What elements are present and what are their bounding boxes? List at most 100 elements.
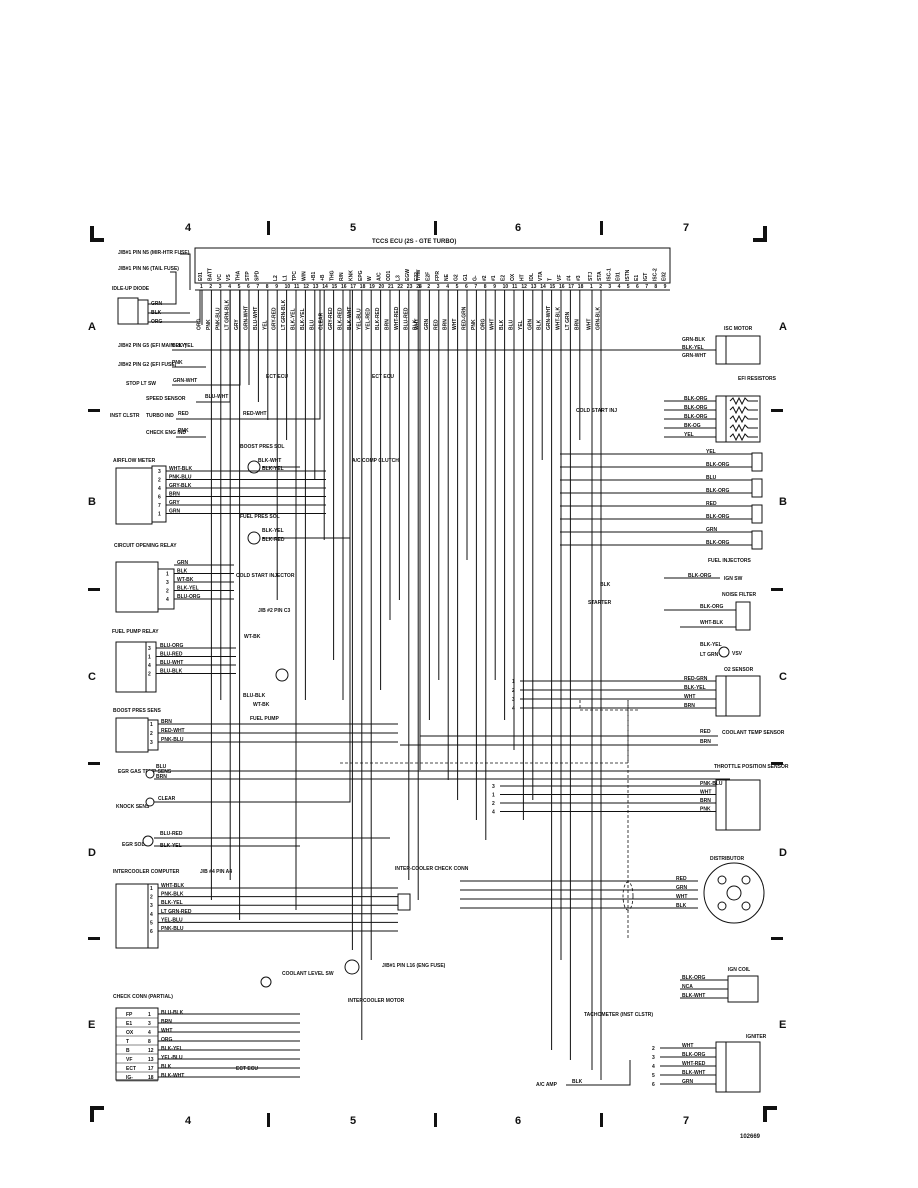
ecu-pin-label: FPR — [435, 271, 441, 281]
wire-label: GRN — [169, 509, 181, 515]
check-conn-pin: VF — [126, 1057, 132, 1063]
wire-label: YEL — [706, 449, 716, 455]
ecu-pin-label: IDL — [529, 273, 535, 281]
ecu-pin-number: 11 — [512, 284, 518, 290]
svg-text:BLK: BLK — [600, 582, 611, 588]
ecu-wire-label: PNK — [206, 319, 212, 330]
pin-number: 7 — [158, 503, 161, 509]
ecu-wire-label: WHT — [587, 319, 593, 330]
ecu-pin-label: G2 — [454, 274, 460, 281]
pin-number: 3 — [150, 740, 153, 746]
grid-letter-D-left: D — [88, 847, 96, 859]
shield-dashes — [340, 700, 640, 940]
ecu-pin-number: 5 — [238, 284, 241, 290]
wire-label: BLK-WHT — [682, 1070, 705, 1076]
grid-letter-C-right: C — [779, 671, 787, 683]
left-components: J/B#1 PIN N5 (MIR-HTR FUSE) J/B#1 PIN N6… — [110, 250, 760, 1082]
figure-id: 102669 — [740, 1134, 761, 1140]
svg-text:BRN: BRN — [156, 774, 167, 780]
ecu-pin-label: +B1 — [311, 271, 317, 281]
resistor — [729, 405, 758, 415]
wire-label: BLU-ORG — [177, 594, 200, 600]
ecu-pin-label: E01 — [198, 272, 204, 281]
wire-label: BLK-YEL — [684, 685, 706, 691]
pin-number: 2 — [150, 895, 153, 901]
ecu-pin-label: ISC-1 — [606, 268, 612, 281]
ecu-wire-label: BRN — [443, 319, 449, 330]
intercooler-check-conn-label: INTER-COOLER CHECK CONN — [395, 866, 469, 872]
svg-text:BLK-WHT: BLK-WHT — [258, 458, 281, 464]
wire-label: BLK-ORG — [682, 1052, 705, 1058]
ecu-wire-label: ORG — [480, 319, 486, 331]
pin-number: 5 — [652, 1073, 655, 1079]
pin-number: 3 — [166, 580, 169, 586]
grid-letter-D-right: D — [779, 847, 787, 859]
resistor — [729, 423, 758, 433]
wire-label: BLK — [161, 1064, 172, 1070]
ecu-pin-label: G1 — [463, 274, 469, 281]
ecu-wire-label: GRY-RED — [328, 307, 334, 330]
ecu-pin-number: 1 — [418, 284, 421, 290]
igniter-label: IGNITER — [746, 1034, 767, 1040]
pin-number: 1 — [150, 722, 153, 728]
wire-label: BLK-ORG — [706, 514, 729, 520]
ecu-pin-number: 21 — [388, 284, 394, 290]
wire-label: BLK-WHT — [161, 1073, 184, 1079]
check-conn-num: 18 — [148, 1075, 154, 1081]
ecu-pin-label: OX — [510, 273, 516, 281]
egr-sol-label: EGR SOL — [122, 842, 145, 848]
ecu-wire-label: BRN — [574, 319, 580, 330]
jb2-g2-label: J/B#2 PIN G2 (EFI FUSE) — [118, 362, 177, 368]
intercooler-motor-label: INTERCOOLER MOTOR — [348, 998, 405, 1004]
pin-number: 3 — [148, 646, 151, 652]
pin-number: 4 — [652, 1064, 655, 1070]
check-conn-num: 4 — [148, 1030, 151, 1036]
ecu-wire-label: LT GRN — [565, 311, 571, 330]
ecu-pin-number: 13 — [313, 284, 319, 290]
svg-text:PNK: PNK — [172, 360, 183, 366]
ecu-pin-label: W/N — [301, 271, 307, 281]
ecu-pin-label: #2 — [482, 275, 488, 281]
pin-number: 4 — [158, 486, 161, 492]
svg-text:LT GRN: LT GRN — [700, 652, 719, 658]
wire-label: BLK — [676, 903, 687, 909]
pin-number: 2 — [166, 589, 169, 595]
ign-sw-label: IGN SW — [724, 576, 743, 582]
wire-label: WHT-RED — [682, 1061, 706, 1067]
ecu-pin-number: 7 — [256, 284, 259, 290]
grid-letter-C-left: C — [88, 671, 96, 683]
ecu-pin-number: 10 — [503, 284, 509, 290]
ecu-pin-number: 6 — [247, 284, 250, 290]
ecu-pin-label: VC — [217, 274, 223, 281]
ign-coil-label: IGN COIL — [728, 967, 750, 973]
ecu-pin-number: 9 — [493, 284, 496, 290]
grid-bottom: 4 5 6 7 — [185, 1113, 689, 1127]
wire-label: WHT-BLK — [161, 883, 184, 889]
pin-number: 3 — [512, 697, 515, 703]
ecu-pin-label: STA — [597, 271, 603, 281]
svg-text:BRN: BRN — [700, 739, 711, 745]
egr-gas-temp-label: EGR GAS TEMP SENS — [118, 769, 172, 775]
distributor-label: DISTRIBUTOR — [710, 856, 744, 862]
check-conn-pin: IG- — [126, 1075, 133, 1081]
check-conn-num: 12 — [148, 1048, 154, 1054]
ecu-pin-label: NE — [444, 273, 450, 281]
ecu-pin-label: E2F — [425, 272, 431, 281]
check-conn-num: 8 — [148, 1039, 151, 1045]
knock-sens-label: KNOCK SENS — [116, 804, 150, 810]
wire-label: BLK-YEL — [177, 586, 199, 592]
ecu-pin-number: 12 — [521, 284, 527, 290]
check-conn-pin: FP — [126, 1012, 133, 1018]
circuit-opening-relay-label: CIRCUIT OPENING RELAY — [114, 543, 177, 549]
wire-label: PNK-BLU — [161, 737, 184, 743]
ecu-wire-label: BLK — [499, 319, 505, 330]
ecu-pin-label: E2 — [501, 275, 507, 281]
pin-number: 6 — [158, 495, 161, 501]
grid-top: 4 5 6 7 — [185, 221, 689, 235]
ecu-pin-number: 7 — [474, 284, 477, 290]
ecu-pin-number: 1 — [590, 284, 593, 290]
wire-label: BK-OG — [684, 423, 701, 429]
ecu-wire-label: WHT — [452, 319, 458, 330]
ecu-pin-number: 6 — [465, 284, 468, 290]
grid-letter-A-left: A — [88, 321, 96, 333]
